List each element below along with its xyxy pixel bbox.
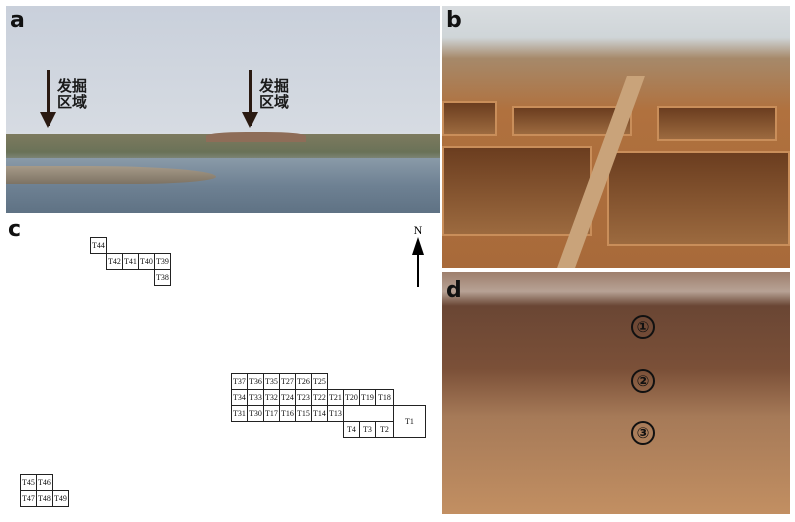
trench (657, 106, 777, 141)
trench-cell: T13 (327, 405, 344, 422)
trench-cell: T33 (247, 389, 264, 406)
excavation-area-label: 发掘 区域 (259, 77, 290, 111)
panel-d-stratigraphy-photo: d ① ② ③ (442, 272, 790, 514)
trench-cell: T18 (375, 389, 394, 406)
trench-cell: T49 (52, 490, 69, 507)
panel-label-a: a (10, 8, 25, 33)
trench-cell: T35 (263, 373, 280, 390)
trench-cell: T30 (247, 405, 264, 422)
trench-cell: T40 (138, 253, 155, 270)
trench (442, 146, 592, 236)
trench-cell: T15 (295, 405, 312, 422)
panel-a-landscape-photo: a 发掘 区域 发掘 区域 (6, 6, 440, 213)
trench (442, 101, 497, 136)
panel-label-b: b (446, 8, 462, 33)
trench-cell: T48 (36, 490, 53, 507)
panel-label-c: c (8, 217, 22, 242)
excavation-mound (206, 132, 306, 142)
trench-cell: T38 (154, 269, 171, 286)
rocky-shore (6, 166, 216, 184)
trench-cell: T32 (263, 389, 280, 406)
panel-c-trench-layout-map: c N T44 T42 T41 T40 T39 T38 T37 T36 T35 … (6, 215, 440, 514)
trench-cell: T34 (231, 389, 248, 406)
arrow-down-icon (40, 70, 56, 128)
trench-cell: T23 (295, 389, 312, 406)
trench-cell: T42 (106, 253, 123, 270)
trench-cell: T27 (279, 373, 296, 390)
trench-cell: T25 (311, 373, 328, 390)
trench-cell: T3 (359, 421, 376, 438)
trench-cell: T45 (20, 474, 37, 491)
excavation-area-label: 发掘 区域 (57, 77, 88, 111)
trench-cell: T20 (343, 389, 360, 406)
trench-cell: T46 (36, 474, 53, 491)
panel-b-trench-photo: b (442, 6, 790, 268)
trench-cell: T4 (343, 421, 360, 438)
trench-cell: T14 (311, 405, 328, 422)
trench-cell-empty (343, 405, 394, 422)
trench-cell: T19 (359, 389, 376, 406)
trench-cell: T39 (154, 253, 171, 270)
arrow-down-icon (242, 70, 258, 128)
trench-cell: T17 (263, 405, 280, 422)
trench-cell: T37 (231, 373, 248, 390)
trench-cell: T24 (279, 389, 296, 406)
trench-cell: T41 (122, 253, 139, 270)
trench-cell: T26 (295, 373, 312, 390)
trench-cell: T16 (279, 405, 296, 422)
panel-label-d: d (446, 278, 462, 303)
trench-cell: T1 (393, 405, 426, 438)
trench-cell: T36 (247, 373, 264, 390)
trench (607, 151, 790, 246)
north-label: N (413, 223, 423, 237)
trench-cell: T47 (20, 490, 37, 507)
layer-3-marker: ③ (631, 421, 655, 445)
trench-cell: T44 (90, 237, 107, 254)
layer-1-marker: ① (631, 315, 655, 339)
trench-cell: T31 (231, 405, 248, 422)
trench-cell: T2 (375, 421, 394, 438)
north-arrow-icon: N (408, 223, 428, 287)
trench-cell: T21 (327, 389, 344, 406)
trench-cell: T22 (311, 389, 328, 406)
layer-2-marker: ② (631, 369, 655, 393)
